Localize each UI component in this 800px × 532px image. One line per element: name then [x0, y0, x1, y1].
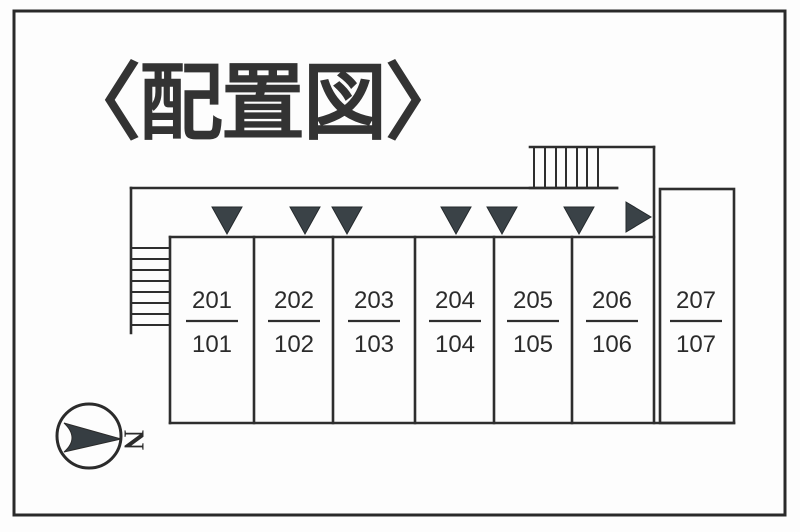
unit-lower-number: 105 [513, 331, 553, 358]
unit-205-105: 205 105 [507, 287, 559, 358]
down-triangle-icon [563, 206, 595, 236]
compass-north-label: N [118, 430, 149, 450]
unit-upper-number: 201 [192, 287, 232, 314]
down-triangle-icon [289, 206, 321, 236]
right-triangle-icon [625, 201, 652, 233]
unit-lower-number: 106 [592, 331, 632, 358]
down-triangle-icon [440, 206, 472, 236]
building-outline [129, 145, 736, 425]
unit-upper-number: 205 [513, 287, 553, 314]
unit-206-106: 206 106 [586, 287, 638, 358]
unit-207-box [658, 187, 736, 425]
unit-204-104: 204 104 [429, 287, 481, 358]
unit-upper-number: 207 [676, 287, 716, 314]
left-staircase-icon [130, 247, 171, 326]
unit-lower-number: 104 [435, 331, 475, 358]
unit-upper-number: 203 [354, 287, 394, 314]
down-triangle-icon [331, 206, 363, 236]
unit-207-107: 207 107 [670, 287, 722, 358]
outer-border [12, 9, 787, 517]
unit-lower-number: 107 [676, 331, 716, 358]
down-triangle-icon [211, 206, 243, 236]
compass-circle [55, 402, 123, 470]
page-title: 〈配置図〉 [57, 56, 467, 150]
down-triangle-icon [486, 206, 518, 236]
top-staircase-icon [528, 145, 656, 190]
unit-upper-number: 202 [274, 287, 314, 314]
north-arrow-icon [63, 422, 122, 453]
unit-203-103: 203 103 [348, 287, 400, 358]
unit-lower-number: 103 [354, 331, 394, 358]
entrance-markers [211, 201, 652, 236]
unit-lower-number: 102 [274, 331, 314, 358]
unit-201-101: 201 101 [186, 287, 238, 358]
unit-lower-number: 101 [192, 331, 232, 358]
unit-upper-number: 204 [435, 287, 475, 314]
compass: N [55, 402, 149, 470]
unit-labels: 201 101 202 102 203 103 204 104 205 [186, 287, 722, 358]
unit-upper-number: 206 [592, 287, 632, 314]
unit-202-102: 202 102 [268, 287, 320, 358]
